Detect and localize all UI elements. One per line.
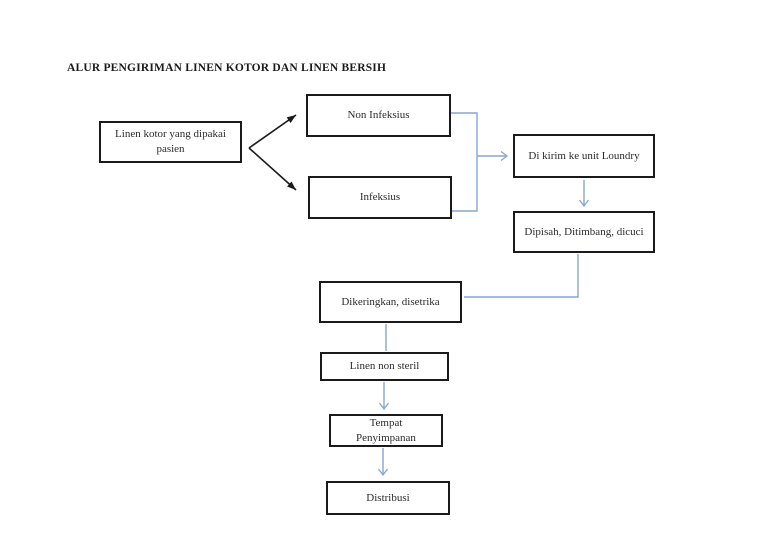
node-tempat-penyimpanan: Tempat Penyimpanan bbox=[329, 414, 443, 447]
edge-linenkotor-noninfeksius bbox=[248, 114, 297, 149]
node-tempat-penyimpanan-label: Tempat Penyimpanan bbox=[356, 416, 416, 444]
node-distribusi: Distribusi bbox=[326, 481, 450, 515]
edge-merge-bracket bbox=[451, 112, 478, 212]
node-kirim-loundry-label: Di kirim ke unit Loundry bbox=[528, 149, 640, 162]
node-linen-kotor-label: Linen kotor yang dipakai pasien bbox=[115, 128, 226, 155]
node-infeksius-label: Infeksius bbox=[359, 191, 401, 204]
node-non-infeksius-label: Non Infeksius bbox=[347, 109, 410, 122]
node-dipisah-label: Dipisah, Ditimbang, dicuci bbox=[524, 225, 644, 238]
node-kirim-loundry: Di kirim ke unit Loundry bbox=[513, 134, 655, 178]
node-infeksius: Infeksius bbox=[308, 176, 452, 219]
page-title: ALUR PENGIRIMAN LINEN KOTOR DAN LINEN BE… bbox=[67, 62, 387, 74]
node-linen-non-steril: Linen non steril bbox=[320, 352, 449, 381]
node-linen-non-steril-label: Linen non steril bbox=[349, 360, 420, 373]
node-distribusi-label: Distribusi bbox=[366, 491, 410, 504]
node-linen-kotor: Linen kotor yang dipakai pasien bbox=[99, 121, 242, 163]
node-non-infeksius: Non Infeksius bbox=[306, 94, 451, 137]
node-dipisah: Dipisah, Ditimbang, dicuci bbox=[513, 211, 655, 253]
edge-linenkotor-infeksius bbox=[248, 147, 297, 191]
edge-dipisah-dikeringkan bbox=[464, 254, 579, 298]
node-dikeringkan: Dikeringkan, disetrika bbox=[319, 281, 462, 323]
node-dikeringkan-label: Dikeringkan, disetrika bbox=[341, 295, 440, 308]
